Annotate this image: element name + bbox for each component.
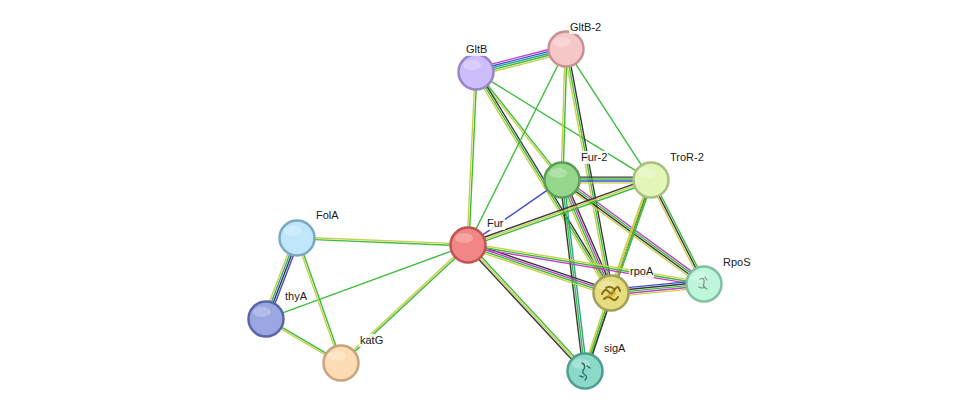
interaction-edge xyxy=(579,177,634,183)
node-label: thyA xyxy=(284,290,308,303)
node-label: FolA xyxy=(315,209,340,222)
evidence-line xyxy=(579,176,634,177)
interaction-edge xyxy=(657,194,698,269)
evidence-line xyxy=(304,254,337,347)
node-circle xyxy=(632,161,670,199)
evidence-line xyxy=(481,256,575,357)
protein-node: GltB-2 xyxy=(547,30,585,68)
node-label: Fur-2 xyxy=(580,151,608,164)
evidence-line xyxy=(485,246,687,279)
node-circle xyxy=(449,226,487,264)
evidence-line xyxy=(480,257,574,358)
node-circle xyxy=(322,344,360,382)
interaction-edge xyxy=(483,248,596,291)
evidence-line xyxy=(562,197,581,354)
evidence-line xyxy=(281,327,327,354)
protein-node: TroR-2 xyxy=(632,161,670,199)
protein-node: rpoA xyxy=(592,274,630,312)
evidence-line xyxy=(353,256,455,351)
evidence-line xyxy=(575,63,641,165)
node-label: GltB-2 xyxy=(569,21,602,34)
node-circle xyxy=(547,30,585,68)
evidence-line xyxy=(485,248,687,281)
protein-node: thyA xyxy=(247,300,285,338)
node-label: katG xyxy=(359,334,384,347)
interaction-edge xyxy=(468,89,476,228)
protein-node: FolA xyxy=(278,219,316,257)
evidence-line xyxy=(492,53,549,68)
evidence-line xyxy=(314,238,451,244)
node-label: RpoS xyxy=(722,256,752,269)
interaction-edge xyxy=(628,282,688,295)
node-circle xyxy=(566,352,604,390)
evidence-line xyxy=(493,57,550,72)
evidence-line xyxy=(660,194,698,268)
evidence-line xyxy=(354,257,456,352)
evidence-line xyxy=(484,250,686,283)
protein-node: RpoS xyxy=(685,265,723,303)
protein-node: Fur-2 xyxy=(543,161,581,199)
evidence-line xyxy=(579,180,634,181)
interaction-edge xyxy=(280,327,327,355)
node-circle xyxy=(278,219,316,257)
protein-node: Fur xyxy=(449,226,487,264)
evidence-line xyxy=(659,195,697,269)
evidence-line xyxy=(476,64,559,230)
evidence-line xyxy=(628,289,687,295)
evidence-line xyxy=(468,89,474,228)
node-label: sigA xyxy=(603,342,626,355)
evidence-line xyxy=(579,182,634,183)
evidence-line xyxy=(579,178,634,179)
evidence-line xyxy=(493,55,550,70)
protein-node: katG xyxy=(322,344,360,382)
evidence-line xyxy=(280,328,326,355)
interaction-edge xyxy=(575,63,641,165)
node-circle xyxy=(592,274,630,312)
node-label: GltB xyxy=(465,43,488,56)
interaction-edge xyxy=(484,246,687,283)
protein-node: sigA xyxy=(566,352,604,390)
interaction-edge xyxy=(476,64,559,230)
interaction-edge xyxy=(314,238,451,246)
node-label: Fur xyxy=(486,217,505,230)
node-circle xyxy=(543,161,581,199)
evidence-line xyxy=(478,259,572,360)
node-circle xyxy=(457,53,495,91)
interaction-edge xyxy=(478,256,575,360)
interaction-edge xyxy=(353,256,456,352)
interaction-edge xyxy=(562,66,567,163)
evidence-line xyxy=(657,196,695,270)
interaction-edge xyxy=(492,50,551,72)
node-circle xyxy=(247,300,285,338)
protein-node: GltB xyxy=(457,53,495,91)
evidence-line xyxy=(492,51,549,66)
evidence-line xyxy=(562,66,565,163)
node-label: TroR-2 xyxy=(669,151,705,164)
interaction-edge xyxy=(562,197,585,355)
evidence-line xyxy=(492,50,549,65)
evidence-line xyxy=(589,309,604,355)
node-circle xyxy=(685,265,723,303)
node-label: rpoA xyxy=(629,265,654,278)
